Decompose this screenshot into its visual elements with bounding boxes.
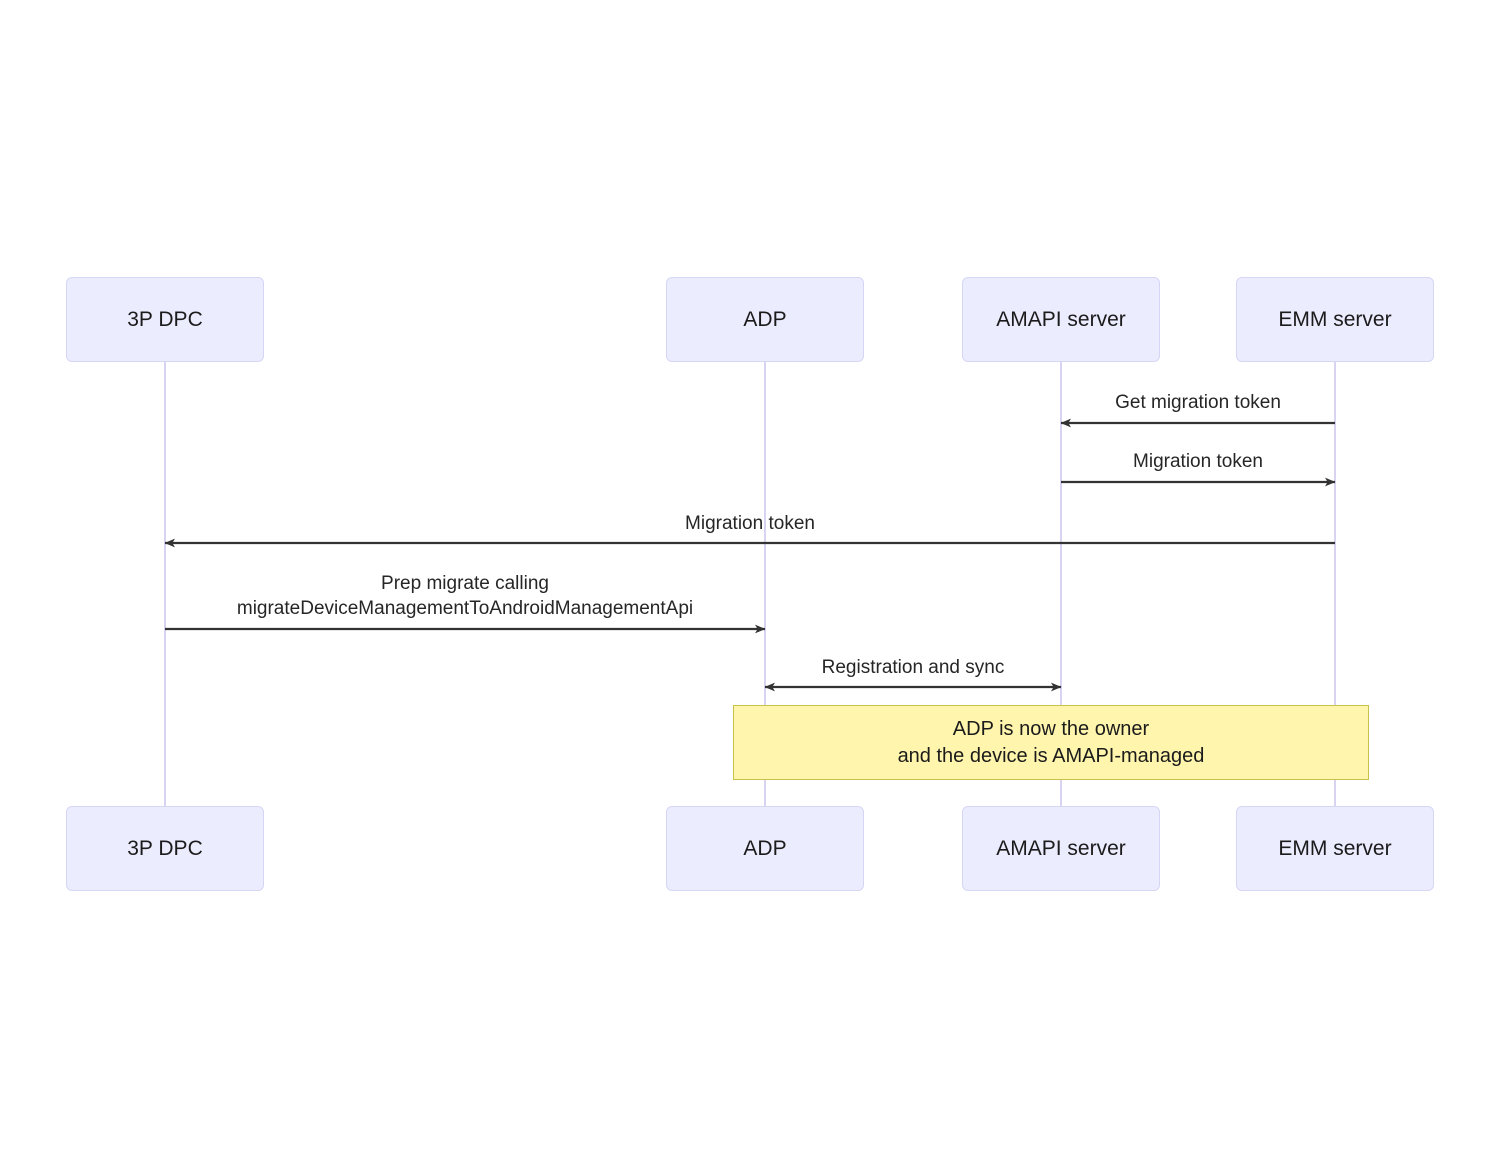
- actor-label-adp: ADP: [743, 307, 787, 331]
- actor-label-amapi: AMAPI server: [996, 836, 1126, 860]
- actor-box-emm-top[interactable]: EMM server: [1236, 277, 1434, 362]
- note-line-1: ADP is now the owner: [952, 718, 1150, 741]
- actor-box-amapi-top[interactable]: AMAPI server: [962, 277, 1160, 362]
- message-label-m5: Registration and sync: [822, 655, 1005, 680]
- message-label-m2: Migration token: [1133, 449, 1263, 474]
- message-arrows: [164, 418, 1336, 692]
- message-label-line1-m4: Prep migrate calling: [381, 573, 549, 594]
- message-label-line1-m3: Migration token: [685, 513, 815, 534]
- actor-label-amapi: AMAPI server: [996, 307, 1126, 331]
- actor-box-dpc-top[interactable]: 3P DPC: [66, 277, 264, 362]
- actor-label-dpc: 3P DPC: [127, 307, 203, 331]
- message-label-line1-m1: Get migration token: [1115, 392, 1281, 413]
- actor-box-adp-bottom[interactable]: ADP: [666, 806, 864, 891]
- actor-label-emm: EMM server: [1278, 307, 1392, 331]
- actor-label-dpc: 3P DPC: [127, 836, 203, 860]
- note-adp-owner: ADP is now the owner and the device is A…: [733, 705, 1369, 780]
- actor-box-amapi-bottom[interactable]: AMAPI server: [962, 806, 1160, 891]
- actor-box-emm-bottom[interactable]: EMM server: [1236, 806, 1434, 891]
- actor-label-emm: EMM server: [1278, 836, 1392, 860]
- actor-box-dpc-bottom[interactable]: 3P DPC: [66, 806, 264, 891]
- actor-label-adp: ADP: [743, 836, 787, 860]
- message-label-line2-m4: migrateDeviceManagementToAndroidManageme…: [236, 598, 694, 620]
- message-label-m4: Prep migrate calling migrateDeviceManagem…: [237, 571, 693, 621]
- note-line-2: and the device is AMAPI-managed: [897, 744, 1205, 767]
- actor-box-adp-top[interactable]: ADP: [666, 277, 864, 362]
- message-label-line1-m5: Registration and sync: [821, 657, 1005, 678]
- message-label-m3: Migration token: [685, 511, 815, 536]
- message-label-m1: Get migration token: [1115, 390, 1281, 415]
- message-label-line1-m2: Migration token: [1133, 451, 1263, 472]
